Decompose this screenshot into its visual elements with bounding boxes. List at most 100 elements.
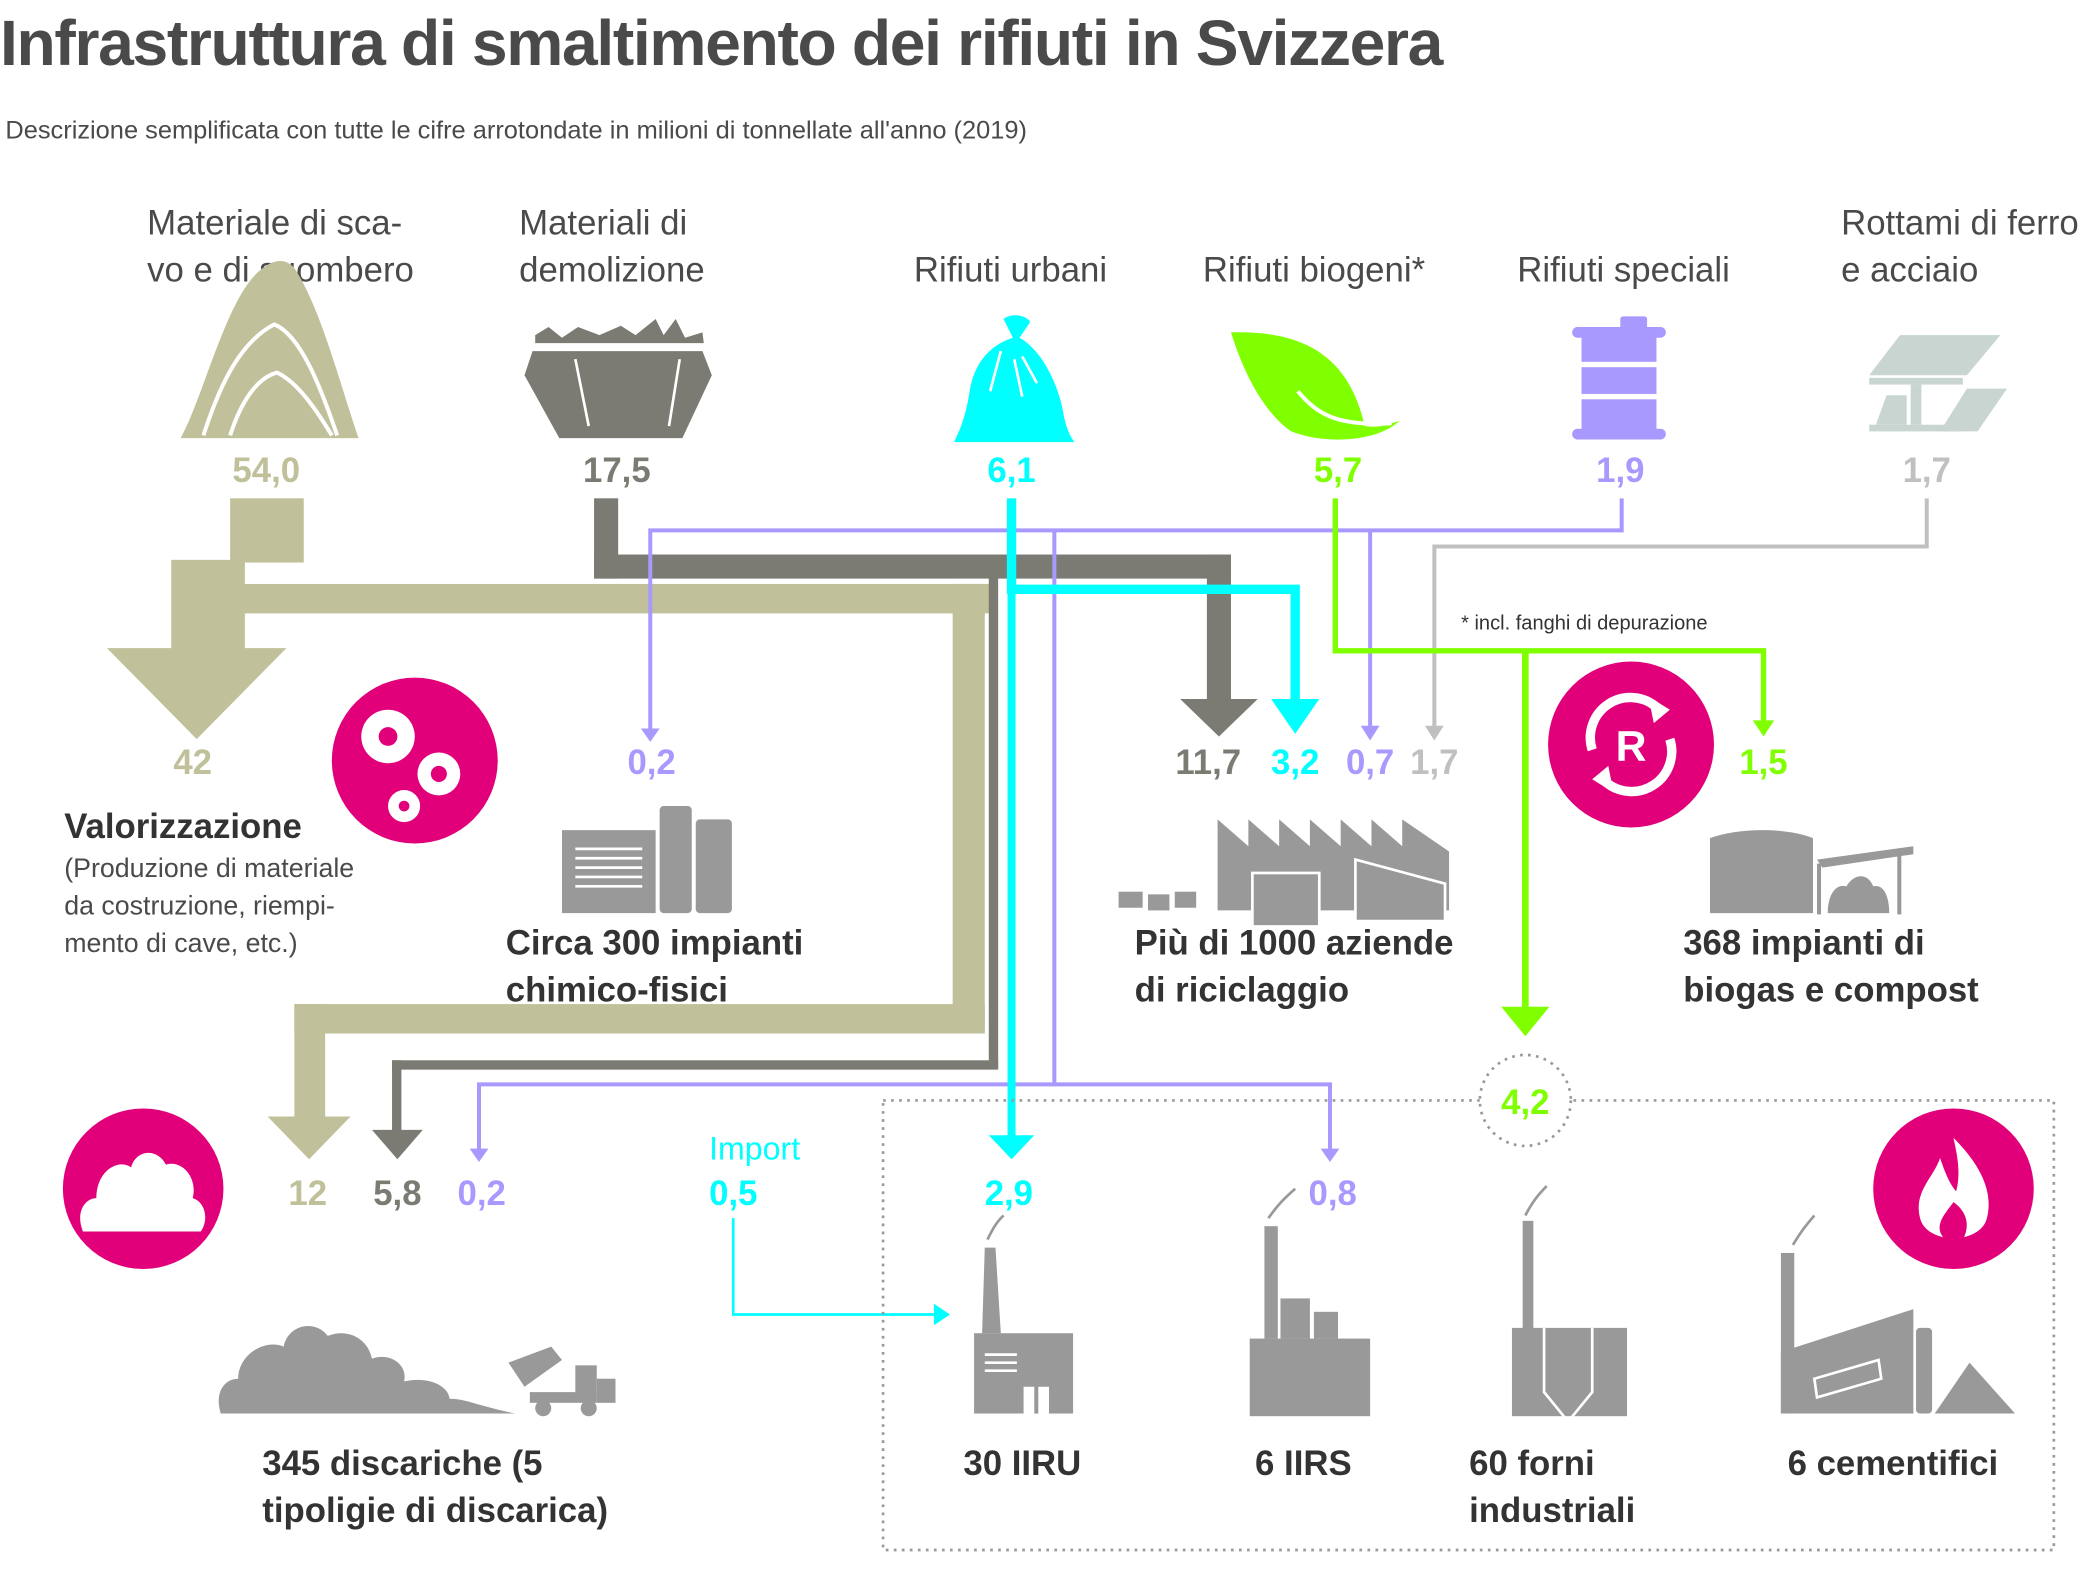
flow-special-iirs-line (1054, 1082, 1332, 1154)
landfill-truck-icon (218, 1325, 616, 1417)
flow-value-excavation: 12 (288, 1175, 327, 1213)
flow-special-landfill-line (477, 530, 1057, 1154)
flow-excavation-landfill-stem (294, 1004, 326, 1125)
source-value: 1,7 (1903, 452, 1951, 490)
flow-excavation-valorization-arrowhead (107, 648, 287, 740)
flow-demolition-recycling-arrowhead (1180, 699, 1258, 737)
flow-special-recycling-arrowhead (1360, 725, 1380, 741)
source-value: 5,7 (1314, 452, 1362, 490)
flow-municipal (731, 498, 1300, 1316)
flow-value-excavation: 42 (173, 744, 212, 782)
plant-label-line-2: industriali (1469, 1492, 1635, 1530)
source-biogenic: Rifiuti biogeni* 5,7 (1203, 252, 1425, 491)
flow-excavation-landfill-v (952, 583, 985, 1031)
flow-scrap-recycling-line (1432, 498, 1929, 732)
dest-title-line-2: tipoligie di discarica) (262, 1492, 608, 1530)
dest-title: Valorizzazione (64, 808, 302, 846)
source-value: 54,0 (232, 452, 300, 490)
flow-value-special: 0,2 (458, 1175, 506, 1213)
dest-title-line-2: di riciclaggio (1135, 971, 1349, 1009)
flow-demolition-landfill-arrowhead (371, 1129, 423, 1160)
barrel-icon (1572, 316, 1666, 440)
flow-biogenic-biogas-arrowhead (1752, 720, 1775, 737)
thermal-combined-value: 4,2 (1501, 1084, 1549, 1122)
mound-icon (180, 261, 359, 439)
factory-icon (1118, 819, 1450, 928)
gears-icon (331, 677, 498, 844)
flow-municipal-arrowheads (933, 699, 1320, 1326)
dest-title-line-2: biogas e compost (1683, 971, 1979, 1009)
dest-landfill: 12 5,8 0,2 345 discariche (5 tipoligie d… (62, 1108, 616, 1530)
plant-label-line-1: 6 IIRS (1255, 1445, 1352, 1483)
flow-scrap-recycling-arrowhead (1424, 725, 1444, 741)
flow-value-scrap: 1,7 (1410, 744, 1458, 782)
flow-excavation-landfill-h1 (230, 583, 993, 614)
dest-title-line-1: 368 impianti di (1683, 925, 1925, 963)
import-label: Import (709, 1130, 800, 1166)
recycle-icon: R (1548, 661, 1714, 828)
dest-desc-line-3: mento di cave, etc.) (64, 928, 297, 958)
flow-demolition-recycling-stem (1206, 554, 1231, 702)
dest-desc-line-1: (Produzione di materiale (64, 853, 354, 883)
source-label-line-1: Materiale di sca- (147, 205, 402, 243)
flow-value-municipal: 3,2 (1271, 744, 1319, 782)
flame-icon (1873, 1108, 2034, 1270)
flow-demolition-landfill-stem (392, 1060, 402, 1133)
flow-excavation-trunk (230, 498, 304, 563)
flow-special (477, 498, 1624, 1154)
landfill-cloud-icon (62, 1108, 224, 1270)
source-label-line-1: Rottami di ferro (1841, 205, 2079, 243)
plant-label-line-1: 60 forni (1469, 1445, 1595, 1483)
source-special: Rifiuti speciali 1,9 (1517, 252, 1730, 491)
dest-title-line-2: chimico-fisici (506, 971, 728, 1009)
flow-import-line (731, 1218, 937, 1316)
flow-special-iirs-arrowhead (1320, 1148, 1340, 1162)
flow-demolition-landfill-h (392, 1060, 999, 1070)
source-value: 6,1 (987, 452, 1035, 490)
flow-excavation (107, 498, 993, 1160)
flow-value-iirs: 0,8 (1308, 1175, 1356, 1213)
flow-municipal-iiru-arrowhead (988, 1135, 1035, 1160)
plant-label-line-1: 6 cementifici (1788, 1445, 1999, 1483)
source-label-line-1: Rifiuti biogeni* (1203, 252, 1425, 290)
flow-demolition-landfill-v (988, 575, 999, 1069)
footnote: * incl. fanghi di depurazione (1461, 612, 1707, 634)
flow-special-chemical-arrowhead (640, 728, 660, 742)
source-value: 1,9 (1596, 452, 1644, 490)
flow-value-iiru: 2,9 (985, 1175, 1033, 1213)
dest-title-line-1: Più di 1000 aziende (1135, 925, 1454, 963)
source-municipal: Rifiuti urbani 6,1 (914, 252, 1107, 491)
source-label-line-2: e acciaio (1841, 252, 1978, 290)
incinerator-icon (974, 1214, 1074, 1414)
source-label-line-1: Rifiuti urbani (914, 252, 1107, 290)
plant-label-line-1: 30 IIRU (963, 1445, 1081, 1483)
import-value: 0,5 (709, 1175, 757, 1213)
flow-municipal-recycling-line (1006, 498, 1300, 702)
source-excavation: Materiale di sca- vo e di sgombero 54,0 (147, 205, 414, 491)
biogas-plant-icon (1709, 830, 1914, 915)
cement-plant-icon (1780, 1214, 2016, 1414)
chemical-plant-icon (561, 806, 732, 914)
source-label-line-2: demolizione (519, 252, 705, 290)
flow-biogenic-thermal-arrowhead (1501, 1006, 1550, 1037)
flow-excavation-landfill-h2 (294, 1004, 985, 1034)
flow-biogenic (1332, 498, 1767, 1013)
garbage-bag-icon (954, 315, 1075, 443)
industrial-furnace-icon (1511, 1185, 1628, 1424)
flow-excavation-landfill-arrowhead (267, 1116, 351, 1160)
dest-biogas: R 1,5 368 impianti di biogas e compost (1548, 661, 1979, 1009)
dest-title-line-1: Circa 300 impianti (506, 925, 804, 963)
flow-demolition (371, 498, 1258, 1160)
source-label-line-1: Rifiuti speciali (1517, 252, 1730, 290)
flow-value-demolition: 5,8 (373, 1175, 421, 1213)
dest-recycling: 11,7 3,2 0,7 1,7 Più di 1000 aziende di … (1118, 744, 1459, 1009)
flow-special-chemical-line (648, 498, 1624, 734)
flow-value-special: 0,7 (1346, 744, 1394, 782)
page-title: Infrastruttura di smaltimento dei rifiut… (0, 7, 1445, 79)
leaf-icon (1230, 332, 1400, 440)
special-incinerator-icon (1249, 1187, 1371, 1417)
flow-municipal-recycling-arrowhead (1271, 699, 1320, 734)
dest-valorization: 42 Valorizzazione (Produzione di materia… (64, 677, 498, 958)
flow-value-biogenic: 1,5 (1739, 744, 1787, 782)
